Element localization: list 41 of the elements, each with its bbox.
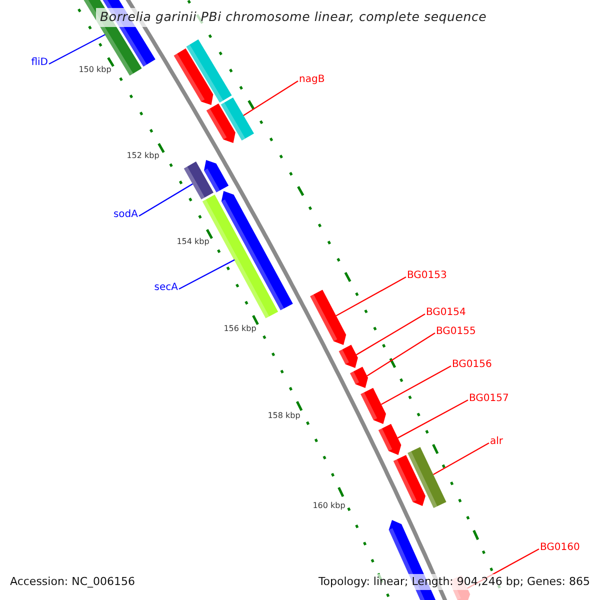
gene-label: BG0153 [407, 269, 447, 282]
gene-label: BG0155 [436, 325, 476, 338]
gene-label: BG0160 [540, 541, 580, 554]
leader-line [243, 80, 298, 116]
scale-label: 152 kbp [126, 151, 160, 161]
leader-line [366, 332, 436, 376]
gene-bar [360, 388, 386, 424]
scale-label: 160 kbp [312, 501, 346, 511]
gene-label: alr [490, 435, 504, 448]
gene-bar [204, 160, 229, 192]
scale-label: 156 kbp [224, 324, 256, 334]
gene-bar [408, 447, 446, 508]
gene-label: BG0157 [469, 392, 509, 405]
leader-line [178, 259, 235, 290]
gene-label: nagB [299, 73, 325, 86]
leader-line [336, 276, 406, 316]
leader-line [138, 183, 193, 217]
leader-line [398, 399, 468, 438]
gene-bar [393, 455, 426, 506]
gene-bar [184, 162, 214, 200]
scale-label: 150 kbp [78, 65, 112, 75]
gene-bar [206, 104, 236, 143]
scale-label: 158 kbp [268, 411, 300, 421]
accession-text: Accession: NC_006156 [8, 574, 138, 590]
gene-bar [220, 98, 254, 140]
gene-bar [186, 39, 232, 103]
gene-bar [310, 290, 346, 345]
gene-label: BG0156 [452, 358, 492, 371]
gene-bar [350, 366, 368, 388]
gene-bar [221, 191, 293, 310]
gene-label: BG0154 [426, 306, 466, 319]
leader-line [433, 442, 490, 476]
scale-label: 154 kbp [176, 237, 210, 247]
gene-bar [378, 424, 402, 455]
gene-bar [174, 48, 214, 105]
gene-bar [338, 344, 358, 368]
leader-line [356, 313, 426, 356]
gene-label: sodA [113, 208, 138, 221]
gene-label: fliD [31, 56, 48, 69]
gene-label: secA [154, 281, 178, 294]
leader-line [381, 365, 452, 405]
